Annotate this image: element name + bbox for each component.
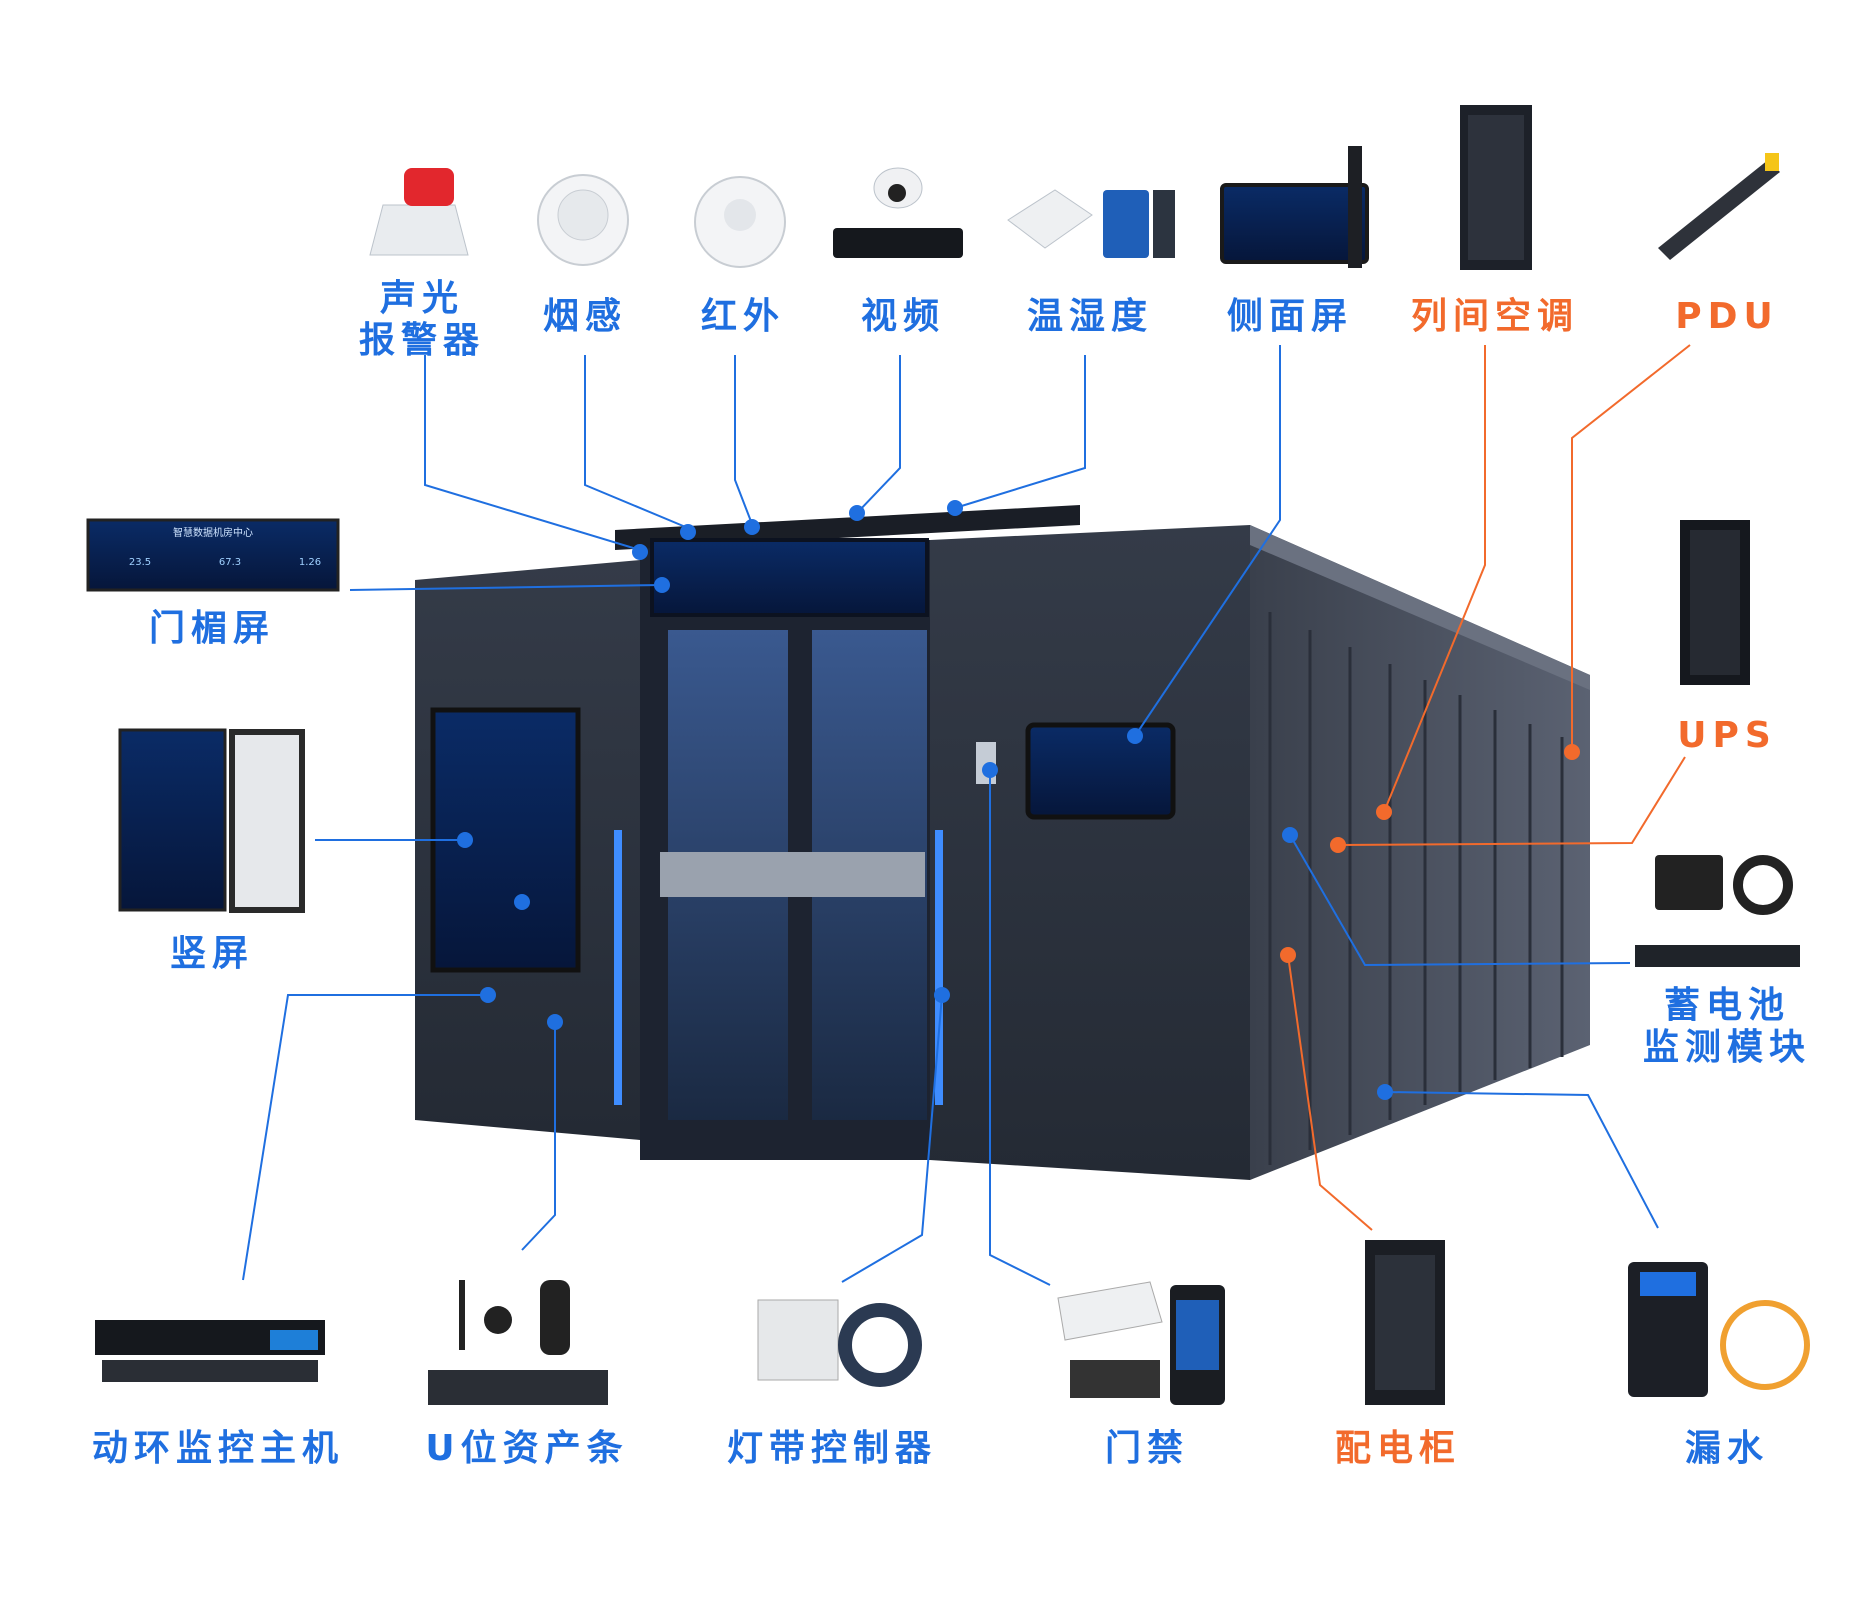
label-water-leak: 漏水 <box>1684 1428 1770 1469</box>
alarm-icon <box>369 168 469 256</box>
label-sound-light-alarm: 声光 报警器 <box>359 278 485 362</box>
lintel-screen-device-icon: 智慧数据机房中心 23.5 67.3 1.26 <box>86 518 340 592</box>
label-u-asset-strip: U位资产条 <box>425 1428 629 1469</box>
line-pdu <box>1571 344 1691 752</box>
label-lintel-screen: 门楣屏 <box>148 608 276 649</box>
ups-icon <box>1680 520 1750 685</box>
cabinet-row-side <box>1250 525 1590 1180</box>
label-video: 视频 <box>860 296 946 337</box>
label-vertical-screen: 竖屏 <box>169 933 255 974</box>
env-monitor-host-icon <box>95 1320 325 1382</box>
distribution-cabinet-icon <box>1365 1240 1445 1405</box>
label-distribution-cabinet: 配电柜 <box>1334 1428 1462 1469</box>
line-alarm <box>424 355 641 551</box>
lintel-screen <box>650 538 929 617</box>
label-inrow-ac: 列间空调 <box>1410 296 1580 337</box>
line-u-asset <box>521 1022 556 1251</box>
cabinet-top-edge <box>1250 525 1590 690</box>
line-lintel <box>349 584 663 591</box>
label-env-host: 动环监控主机 <box>91 1428 345 1469</box>
label-battery-module: 蓄电池 监测模块 <box>1643 985 1811 1069</box>
label-pdu: PDU <box>1675 296 1779 337</box>
right-front-panel <box>930 525 1250 1180</box>
line-access <box>989 770 1051 1286</box>
connector-dots <box>457 500 1580 1100</box>
line-battery <box>1289 834 1631 967</box>
battery-module-icon <box>1635 855 1800 967</box>
access-control-icon <box>1057 1281 1225 1405</box>
lintel-screen-title: 智慧数据机房中心 <box>173 526 253 539</box>
label-side-screen: 侧面屏 <box>1226 296 1354 337</box>
line-temp <box>954 355 1086 509</box>
label-sound-light-alarm-line1: 声光 <box>379 278 465 319</box>
water-leak-sensor-icon <box>1628 1262 1810 1397</box>
line-smoke <box>584 355 689 529</box>
pdu-icon <box>1658 153 1780 260</box>
label-battery-module-line1: 蓄电池 <box>1663 985 1791 1026</box>
lintel-value-pue: 1.26 <box>299 557 321 568</box>
side-screen-device-icon <box>1220 146 1369 268</box>
led-strip-left <box>614 830 622 1105</box>
smoke-detector-icon <box>537 174 629 266</box>
u-asset-strip-icon <box>428 1280 608 1405</box>
line-inrow-ac <box>1383 345 1486 813</box>
label-battery-module-line2: 监测模块 <box>1642 1027 1812 1068</box>
line-water-leak <box>1384 1091 1659 1229</box>
led-strip-right <box>935 830 943 1105</box>
label-smoke: 烟感 <box>542 296 628 337</box>
light-strip-controller-icon <box>757 1299 922 1387</box>
lintel-value-humidity: 67.3 <box>219 557 241 568</box>
line-video <box>856 355 901 514</box>
label-infrared: 红外 <box>700 296 786 337</box>
door-handle-bar <box>660 852 925 897</box>
label-light-strip-controller: 灯带控制器 <box>726 1428 938 1469</box>
line-side-screen <box>1134 345 1281 737</box>
label-access-control: 门禁 <box>1104 1428 1190 1469</box>
connector-lines <box>242 344 1691 1286</box>
side-screen <box>1025 722 1176 820</box>
label-sound-light-alarm-line2: 报警器 <box>358 320 486 361</box>
line-ups <box>1337 756 1686 846</box>
video-camera-icon <box>833 167 963 258</box>
line-light-controller <box>841 994 943 1283</box>
label-temp-humidity: 温湿度 <box>1026 296 1154 337</box>
device-icons: 智慧数据机房中心 23.5 67.3 1.26 <box>86 105 1810 1405</box>
label-ups: UPS <box>1677 715 1777 756</box>
lintel-value-temp: 23.5 <box>129 557 151 568</box>
micro-module-datacenter <box>415 505 1590 1180</box>
line-infrared <box>734 355 753 525</box>
line-env-host <box>242 994 488 1281</box>
line-distribution <box>1287 954 1373 1231</box>
temp-humidity-sensor-icon <box>1007 189 1175 258</box>
cabinet-door-stripes <box>1268 612 1564 1165</box>
inrow-ac-icon <box>1460 105 1532 270</box>
infrared-sensor-icon <box>694 176 786 268</box>
vertical-screen-device-icon <box>118 728 305 913</box>
